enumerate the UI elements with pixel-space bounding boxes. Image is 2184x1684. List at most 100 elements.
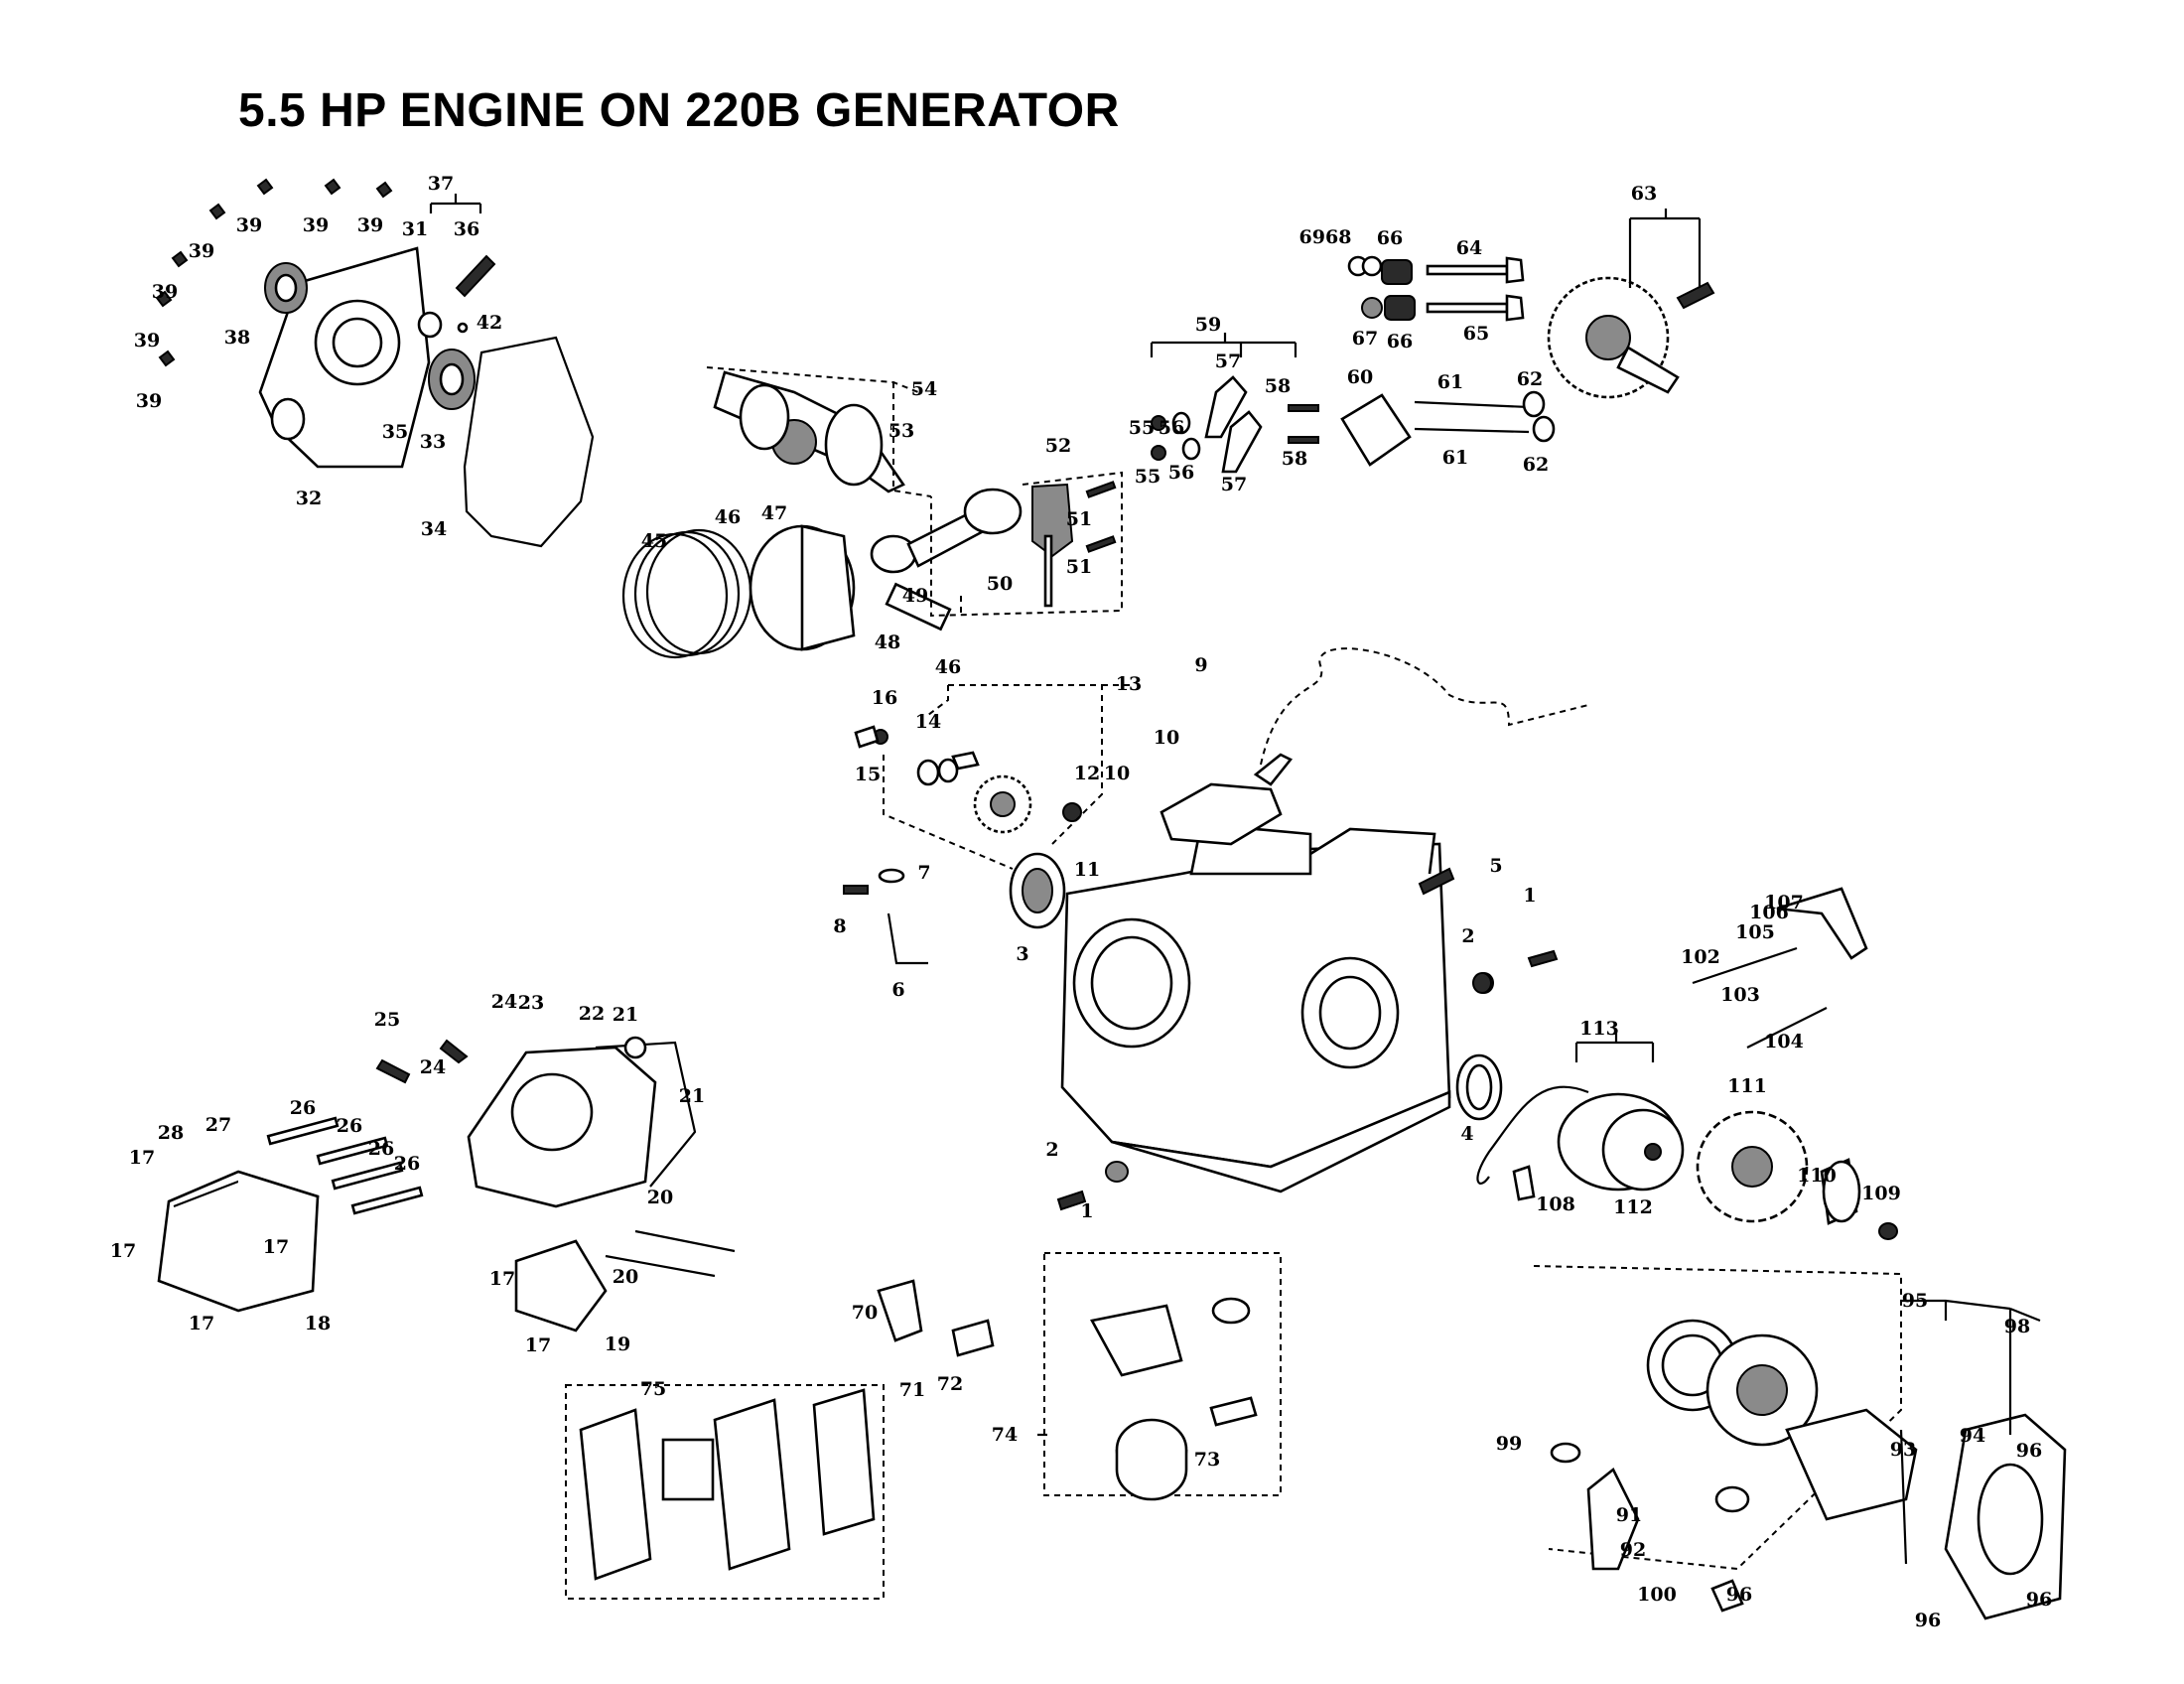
- piston-drawing: [621, 524, 952, 659]
- part-number-26: 26: [290, 1097, 316, 1119]
- part-number-96: 96: [1726, 1584, 1752, 1606]
- part-number-53: 53: [888, 420, 914, 442]
- part-number-39: 39: [134, 330, 160, 351]
- part-number-46: 46: [935, 656, 961, 678]
- part-number-98: 98: [2004, 1316, 2030, 1337]
- part-number-24: 24: [420, 1056, 446, 1078]
- part-number-11: 11: [1074, 859, 1100, 881]
- engine-block-drawing: [1056, 822, 1559, 1211]
- crankcase-cover-drawing: [258, 246, 496, 469]
- bolt-drawings: [155, 178, 393, 367]
- page-title: 5.5 HP ENGINE ON 220B GENERATOR: [238, 84, 1120, 137]
- part-number-18: 18: [305, 1313, 331, 1334]
- part-number-61: 61: [1437, 371, 1463, 393]
- part-number-8: 8: [833, 915, 846, 937]
- part-number-75: 75: [640, 1378, 666, 1400]
- part-number-104: 104: [1764, 1031, 1804, 1052]
- part-number-39: 39: [152, 281, 178, 303]
- part-number-56: 56: [1168, 462, 1194, 484]
- part-number-108: 108: [1536, 1193, 1575, 1215]
- part-number-7: 7: [917, 862, 930, 884]
- part-number-17: 17: [129, 1147, 155, 1169]
- valve-cover-drawing: [157, 1170, 320, 1313]
- governor-drawing: [854, 725, 1082, 834]
- part-number-60: 60: [1347, 366, 1373, 388]
- part-number-113: 113: [1579, 1018, 1619, 1040]
- part-number-57: 57: [1221, 474, 1247, 495]
- part-number-1: 1: [1080, 1200, 1093, 1222]
- part-number-54: 54: [911, 378, 937, 400]
- tappet-drawings: [1340, 390, 1556, 467]
- part-number-17: 17: [525, 1334, 551, 1356]
- part-number-38: 38: [224, 327, 250, 349]
- part-number-42: 42: [477, 312, 502, 334]
- muffler-drawing: [1160, 647, 1589, 846]
- part-number-62: 62: [1517, 368, 1543, 390]
- part-number-26: 26: [337, 1115, 362, 1137]
- part-number-45: 45: [641, 530, 667, 552]
- part-number-110: 110: [1797, 1165, 1837, 1187]
- part-number-19: 19: [605, 1333, 630, 1355]
- part-number-32: 32: [296, 488, 322, 509]
- part-number-20: 20: [647, 1187, 673, 1208]
- part-number-17: 17: [489, 1268, 515, 1290]
- part-number-37: 37: [428, 173, 454, 195]
- part-number-109: 109: [1861, 1183, 1901, 1204]
- part-number-23: 23: [518, 992, 544, 1014]
- part-number-17: 17: [263, 1236, 289, 1258]
- part-number-25: 25: [374, 1009, 400, 1031]
- crankshaft-drawing: [713, 370, 905, 493]
- part-number-20: 20: [613, 1266, 638, 1288]
- part-number-50: 50: [987, 573, 1013, 595]
- part-number-58: 58: [1265, 375, 1291, 397]
- part-number-96: 96: [2026, 1589, 2052, 1611]
- part-number-66: 66: [1377, 227, 1403, 249]
- part-number-26: 26: [394, 1153, 420, 1175]
- cylinder-head-drawing: [375, 1036, 697, 1208]
- part-number-9: 9: [1194, 654, 1207, 676]
- leader-lines: [429, 194, 2041, 1565]
- part-number-66: 66: [1387, 331, 1413, 352]
- part-number-102: 102: [1681, 946, 1720, 968]
- part-number-59: 59: [1195, 314, 1221, 336]
- part-number-6: 6: [891, 979, 904, 1001]
- seal-drawings: [1009, 852, 1503, 1121]
- part-number-111: 111: [1727, 1075, 1767, 1097]
- part-number-4: 4: [1460, 1123, 1473, 1145]
- part-number-39: 39: [236, 214, 262, 236]
- part-number-62: 62: [1523, 454, 1549, 476]
- washer-drawing: [1472, 972, 1492, 994]
- part-number-16: 16: [872, 687, 897, 709]
- part-number-74: 74: [992, 1424, 1018, 1446]
- part-number-47: 47: [761, 502, 787, 524]
- part-number-17: 17: [110, 1240, 136, 1262]
- connecting-rod-drawing: [870, 481, 1117, 608]
- part-number-14: 14: [915, 711, 941, 733]
- part-number-92: 92: [1620, 1539, 1646, 1561]
- camshaft-drawing: [1547, 276, 1715, 399]
- part-number-5: 5: [1489, 855, 1502, 877]
- part-number-70: 70: [852, 1302, 878, 1324]
- part-number-91: 91: [1616, 1504, 1642, 1526]
- part-number-107: 107: [1764, 892, 1804, 913]
- part-number-71: 71: [899, 1379, 925, 1401]
- part-number-6968: 6968: [1299, 226, 1352, 248]
- part-number-35: 35: [382, 421, 408, 443]
- part-number-46: 46: [715, 506, 741, 528]
- part-number-52: 52: [1045, 435, 1071, 457]
- part-number-15: 15: [855, 764, 881, 785]
- part-number-13: 13: [1116, 673, 1142, 695]
- part-number-99: 99: [1496, 1433, 1522, 1455]
- part-number-112: 112: [1613, 1196, 1653, 1218]
- part-number-36: 36: [454, 218, 479, 240]
- part-number-31: 31: [402, 218, 428, 240]
- part-number-55: 55: [1129, 417, 1155, 439]
- part-number-73: 73: [1194, 1449, 1220, 1471]
- part-number-10: 10: [1104, 763, 1130, 784]
- part-number-100: 100: [1637, 1584, 1677, 1606]
- part-number-2: 2: [1461, 925, 1474, 947]
- part-number-24: 24: [491, 991, 517, 1013]
- part-number-27: 27: [205, 1114, 231, 1136]
- part-number-2: 2: [1045, 1139, 1058, 1161]
- part-number-95: 95: [1902, 1290, 1928, 1312]
